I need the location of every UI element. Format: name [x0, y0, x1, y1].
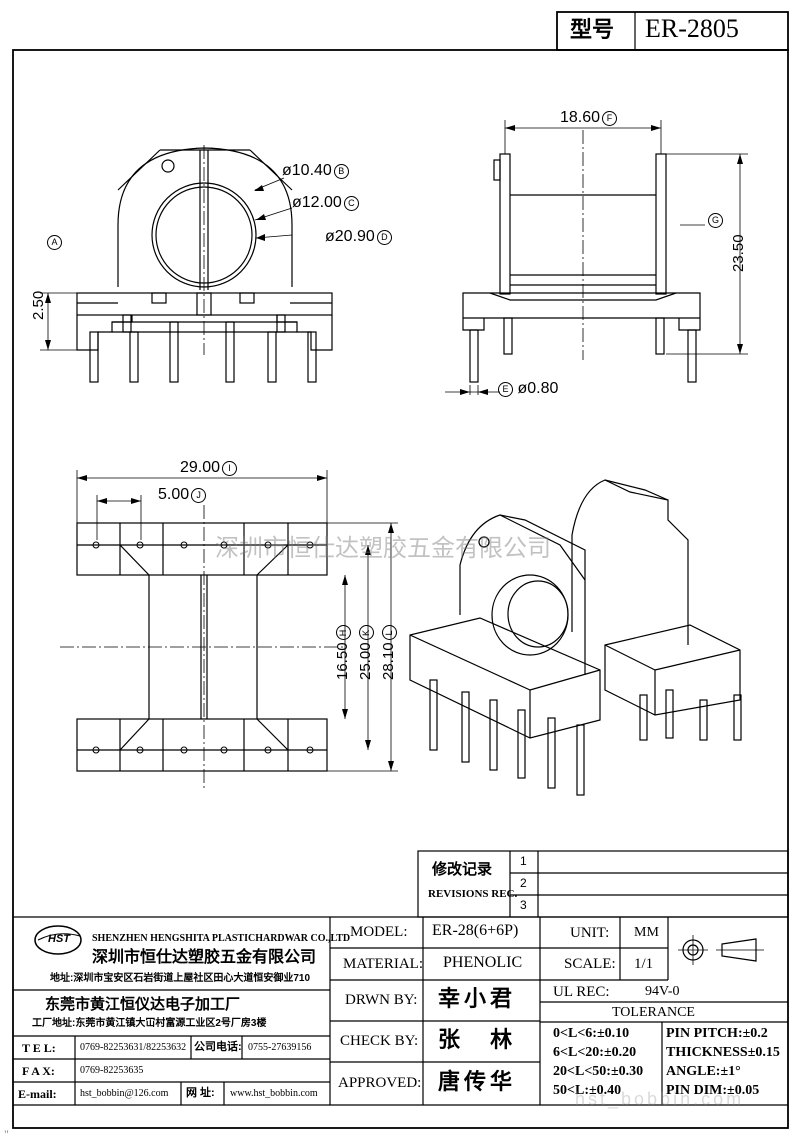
tolerance-right-4: PIN DIM:±0.05: [666, 1083, 760, 1098]
revision-2: 2: [520, 876, 527, 890]
model-value: ER-28(6+6P): [432, 922, 519, 939]
tolerance-right-1: PIN PITCH:±0.2: [666, 1026, 768, 1041]
ul-label: UL REC:: [553, 984, 610, 1000]
top-view: [60, 470, 398, 790]
revisions-title-en: REVISIONS REC.: [428, 888, 518, 900]
pin-hole: [306, 746, 314, 754]
revision-1: 1: [520, 854, 527, 868]
side-view: [445, 120, 748, 395]
pin-hole: [220, 746, 228, 754]
factory-name: 东莞市黄江恒仪达电子加工厂: [45, 996, 241, 1013]
revisions-title-cn: 修改记录: [432, 861, 493, 878]
tolerance-label: TOLERANCE: [612, 1005, 695, 1020]
pin-hole: [92, 746, 100, 754]
dim-25-00: 25.00K: [357, 625, 374, 680]
email-value[interactable]: hst_bobbin@126.com: [80, 1088, 169, 1099]
web-label: 网 址:: [186, 1087, 215, 1099]
tolerance-right-2: THICKNESS±0.15: [666, 1045, 780, 1060]
logo-text: HST: [48, 933, 70, 945]
pin-hole: [92, 541, 100, 549]
pin-hole: [180, 746, 188, 754]
pin-hole: [264, 746, 272, 754]
fax-label: F A X:: [22, 1064, 55, 1078]
model-label: MODEL:: [350, 924, 408, 940]
scale-value: 1/1: [634, 956, 654, 972]
factory-address: 工厂地址:东莞市黄江镇大冚村富源工业区2号厂房3楼: [32, 1018, 267, 1029]
company-name-en: SHENZHEN HENGSHITA PLASTICHARDWAR CO.,LT…: [92, 933, 351, 944]
company-phone-label: 公司电话:: [194, 1041, 242, 1053]
unit-value: MM: [634, 925, 659, 940]
pin-hole: [136, 541, 144, 549]
company-name-cn: 深圳市恒仕达塑胶五金有限公司: [92, 949, 317, 966]
check-label: CHECK BY:: [340, 1033, 419, 1049]
model-header-value: ER-2805: [645, 14, 739, 43]
approved-value: 唐传华: [438, 1069, 517, 1094]
dim-28-10: 28.10L: [380, 625, 397, 680]
model-header-label: 型号: [570, 17, 615, 42]
tolerance-row-3: 20<L<50:±0.30: [553, 1064, 644, 1079]
email-label: E-mail:: [18, 1087, 57, 1101]
company-address: 地址:深圳市宝安区石岩街道上屋社区田心大道恒安御业710: [50, 973, 311, 984]
material-label: MATERIAL:: [343, 956, 423, 972]
drawing-border: [12, 49, 789, 1129]
ref-G: G: [706, 212, 723, 228]
model-box: [556, 11, 789, 51]
front-view: [40, 145, 333, 383]
tolerance-row-1: 0<L<6:±0.10: [553, 1026, 630, 1041]
pin-hole: [306, 541, 314, 549]
tolerance-row-2: 6<L<20:±0.20: [553, 1045, 637, 1060]
pin-hole: [264, 541, 272, 549]
footer-watermark: hst_bobbin.com: [575, 1089, 745, 1109]
dim-23-50: 23.50: [730, 234, 747, 272]
ul-value: 94V-0: [645, 984, 680, 999]
drawn-label: DRWN BY:: [345, 992, 418, 1008]
watermark: 深圳市恒仕达塑胶五金有限公司: [215, 535, 551, 562]
revision-3: 3: [520, 898, 527, 912]
tel-label: T E L:: [22, 1041, 56, 1055]
tel-value: 0769-82253631/82253632: [80, 1042, 187, 1053]
unit-label: UNIT:: [570, 925, 610, 941]
web-value[interactable]: www.hst_bobbin.com: [230, 1088, 318, 1099]
tolerance-row-4: 50<L:±0.40: [553, 1083, 622, 1098]
scale-label: SCALE:: [564, 956, 616, 972]
dim-16-50: 16.50H: [334, 625, 351, 680]
dim-0-80: E ø0.80: [496, 381, 558, 397]
arrowheads: [45, 125, 743, 771]
isometric-view: [409, 479, 742, 796]
tolerance-right-3: ANGLE:±1°: [666, 1064, 741, 1079]
title-block: [13, 916, 788, 1106]
material-value: PHENOLIC: [443, 954, 523, 971]
dim-2-50: 2.50: [30, 290, 47, 320]
drawn-value: 幸小君: [438, 986, 517, 1011]
company-phone-value: 0755-27639156: [248, 1042, 312, 1053]
ref-A: A: [45, 234, 62, 250]
corner-mark: ": [4, 1127, 9, 1141]
pin-hole: [136, 746, 144, 754]
pin-hole: [220, 541, 228, 549]
revision-table: [417, 850, 789, 918]
approved-label: APPROVED:: [338, 1075, 422, 1091]
fax-value: 0769-82253635: [80, 1065, 144, 1076]
pin-hole: [180, 541, 188, 549]
check-value: 张 林: [438, 1027, 525, 1052]
